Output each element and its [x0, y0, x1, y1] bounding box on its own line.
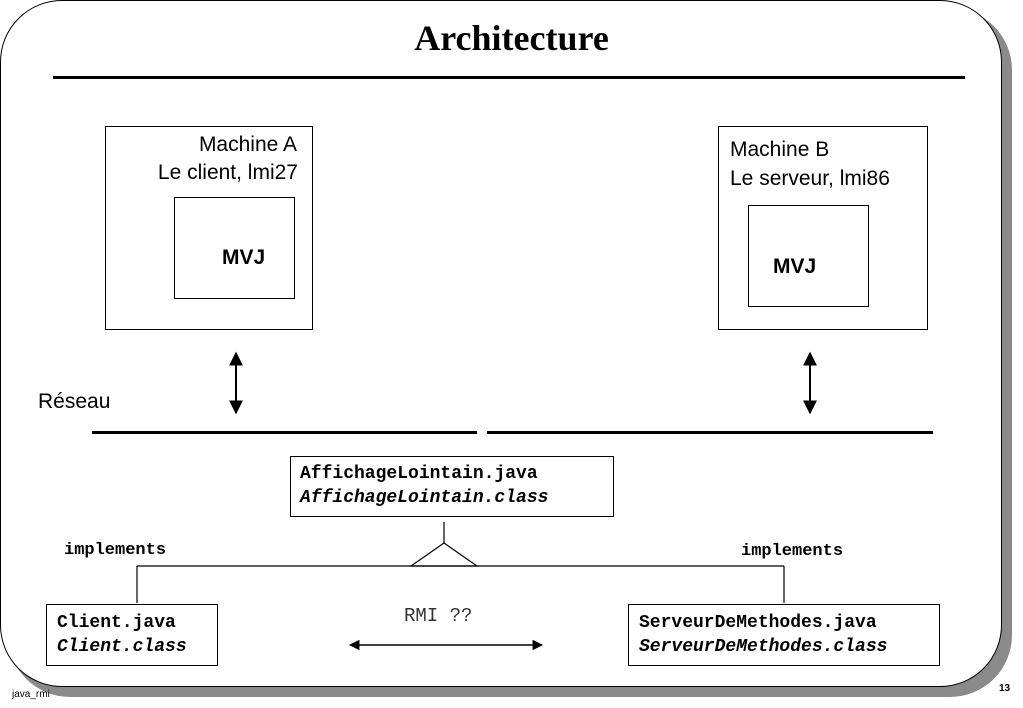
page-number: 13: [999, 683, 1011, 694]
interface-box: AffichageLointain.java AffichageLointain…: [290, 456, 614, 517]
server-class-file: ServeurDeMethodes.class: [639, 637, 888, 657]
implements-label-right: implements: [741, 542, 844, 561]
client-source-file: Client.java: [57, 613, 176, 633]
footer-label: java_rmi: [12, 689, 50, 700]
interface-class-file: AffichageLointain.class: [300, 488, 549, 508]
slide-frame: [0, 0, 1002, 687]
server-box: ServeurDeMethodes.java ServeurDeMethodes…: [628, 604, 940, 666]
machine-a-vm-box: MVJ: [174, 197, 295, 299]
machine-a-role: Le client, lmi27: [157, 161, 298, 184]
machine-b-role: Le serveur, lmi86: [730, 167, 890, 190]
machine-b-name: Machine B: [730, 138, 830, 161]
inheritance-triangle: [409, 542, 479, 567]
machine-b-vm-label: MVJ: [773, 255, 817, 278]
machine-a-box: Machine A Le client, lmi27 MVJ: [105, 126, 313, 330]
rmi-label: RMI ??: [404, 605, 473, 627]
server-source-file: ServeurDeMethodes.java: [639, 613, 877, 633]
machine-b-box: Machine B Le serveur, lmi86 MVJ: [718, 126, 928, 330]
machine-b-vm-box: MVJ: [748, 205, 869, 307]
interface-source-file: AffichageLointain.java: [300, 464, 538, 484]
machine-a-vm-label: MVJ: [222, 246, 266, 269]
client-class-file: Client.class: [57, 637, 187, 657]
network-label: Réseau: [38, 390, 111, 413]
client-box: Client.java Client.class: [46, 604, 218, 666]
network-line-right: [487, 431, 933, 434]
title-rule: [53, 76, 965, 79]
network-line-left: [92, 431, 477, 434]
machine-a-name: Machine A: [198, 133, 297, 156]
slide-title: Architecture: [414, 18, 609, 58]
implements-label-left: implements: [64, 541, 167, 560]
